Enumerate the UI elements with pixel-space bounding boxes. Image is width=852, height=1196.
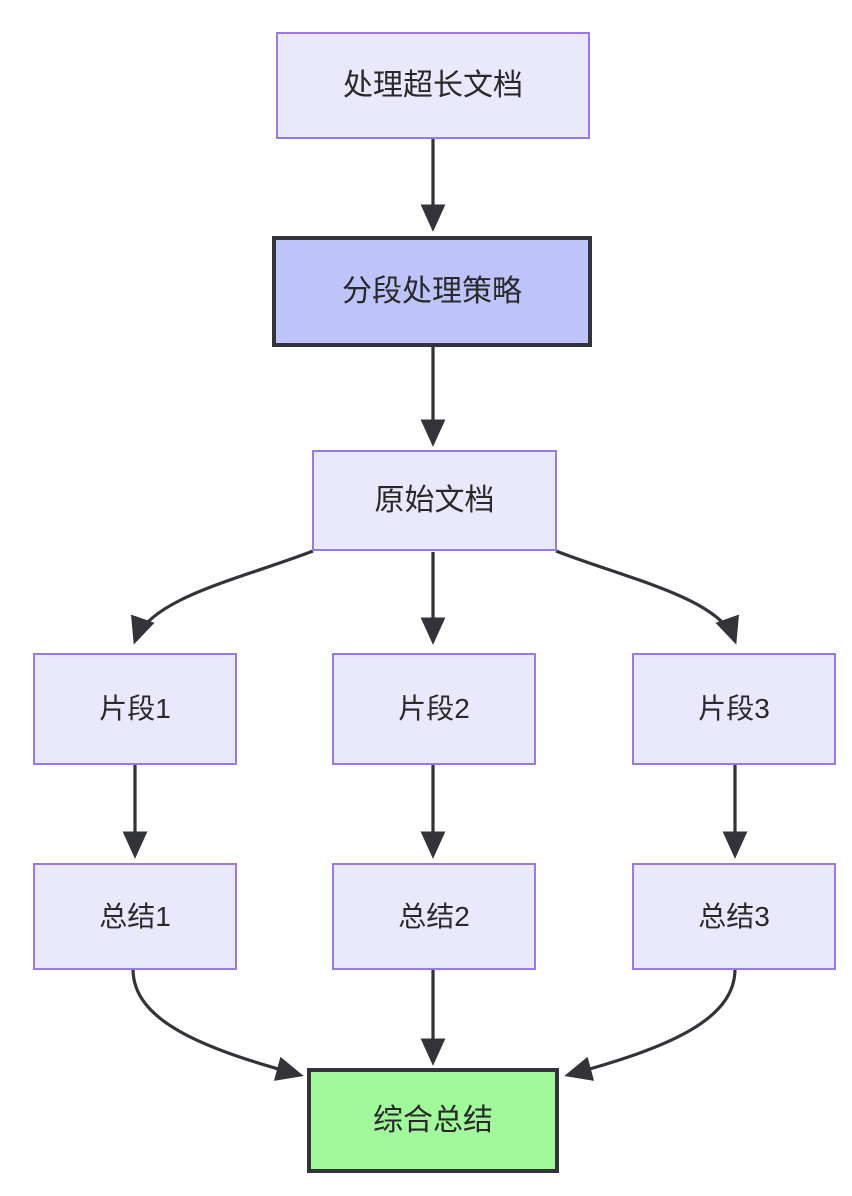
node-combined-summary[interactable]: 综合总结: [307, 1068, 559, 1173]
node-label: 原始文档: [374, 483, 495, 517]
node-label: 片段3: [698, 693, 770, 725]
node-label: 分段处理策略: [342, 274, 522, 308]
node-summary-1[interactable]: 总结1: [33, 863, 237, 970]
node-label: 片段1: [99, 693, 171, 725]
node-summary-3[interactable]: 总结3: [632, 863, 836, 970]
node-label: 总结1: [99, 900, 171, 932]
node-label: 总结2: [398, 900, 470, 932]
node-label: 片段2: [398, 693, 470, 725]
node-label: 综合总结: [373, 1103, 493, 1137]
edge-n7-n10: [131, 968, 304, 1081]
node-chunking-strategy[interactable]: 分段处理策略: [272, 236, 592, 347]
node-original-document[interactable]: 原始文档: [312, 450, 557, 551]
node-fragment-2[interactable]: 片段2: [332, 653, 536, 765]
edge-n3-n6: [555, 549, 739, 645]
node-label: 处理超长文档: [343, 68, 523, 102]
edge-n9-n10: [564, 968, 737, 1081]
node-fragment-1[interactable]: 片段1: [33, 653, 237, 765]
edge-n3-n4: [131, 549, 314, 645]
node-fragment-3[interactable]: 片段3: [632, 653, 836, 765]
node-process-long-document[interactable]: 处理超长文档: [276, 32, 590, 139]
node-label: 总结3: [698, 900, 770, 932]
node-summary-2[interactable]: 总结2: [332, 863, 536, 970]
